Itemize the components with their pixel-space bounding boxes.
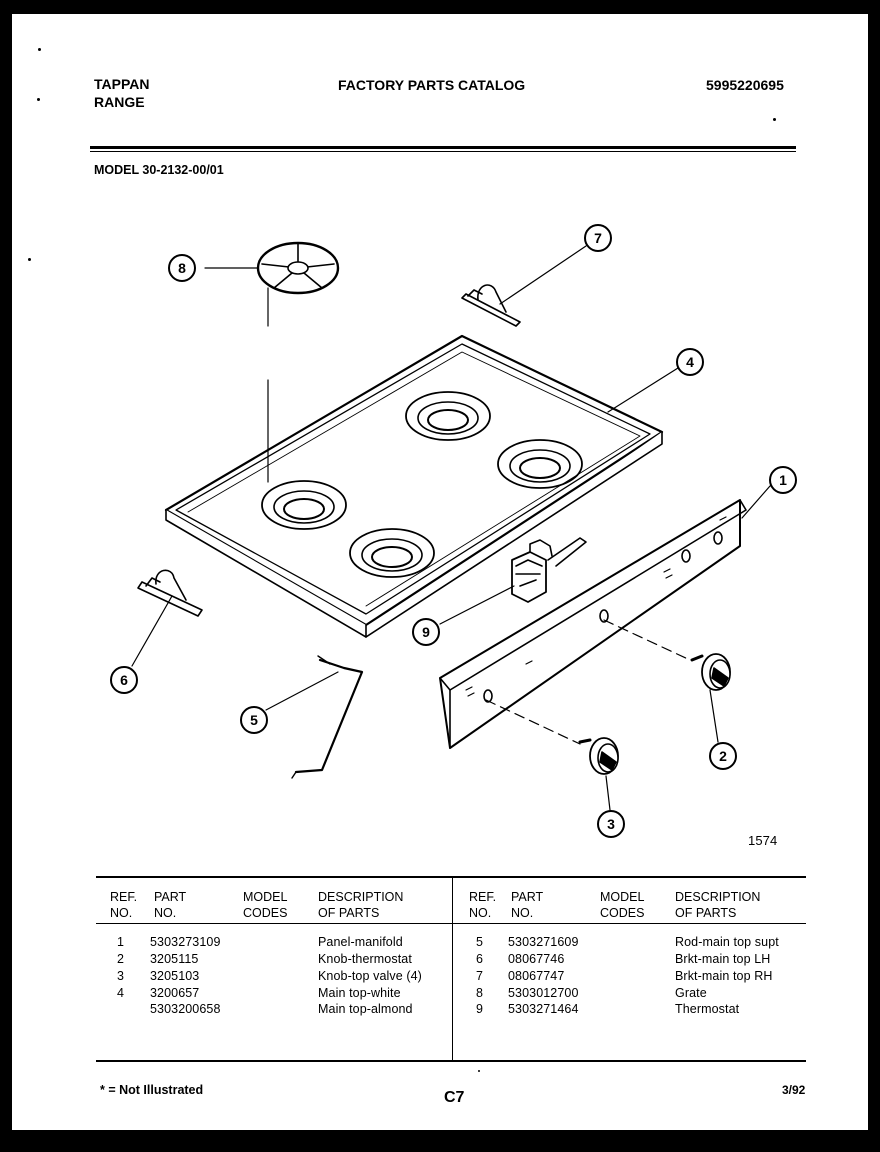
- description: Knob-top valve (4): [318, 969, 422, 983]
- description: Brkt-main top LH: [675, 952, 771, 966]
- part-no: 08067747: [508, 969, 565, 983]
- description: Knob-thermostat: [318, 952, 412, 966]
- manifold-panel: [439, 499, 747, 749]
- ref-no: 6: [476, 952, 484, 966]
- callout-6: 6: [120, 672, 128, 688]
- ref-no: 4: [117, 986, 125, 1000]
- bracket-lh: [137, 569, 203, 617]
- callout-4: 4: [686, 354, 694, 370]
- description: Panel-manifold: [318, 935, 403, 949]
- callout-9: 9: [422, 624, 430, 640]
- header-rule-thick: [90, 146, 796, 149]
- part-no: 3200657: [150, 986, 200, 1000]
- callout-5: 5: [250, 712, 258, 728]
- part-no: 3205103: [150, 969, 200, 983]
- table-center-divider: [452, 876, 453, 1062]
- burner-well: [497, 439, 583, 489]
- burner-well: [405, 391, 491, 441]
- ref-no: 8: [476, 986, 484, 1000]
- callout-1: 1: [779, 472, 787, 488]
- ref-no: 5: [476, 935, 484, 949]
- not-illustrated-note: * = Not Illustrated: [100, 1083, 204, 1097]
- part-no: 5303200658: [150, 1002, 221, 1016]
- scan-speck: [773, 118, 776, 121]
- leader-lines: [131, 245, 771, 811]
- model-number: MODEL 30-2132-00/01: [94, 163, 224, 177]
- ref-no: 3: [117, 969, 125, 983]
- description: Grate: [675, 986, 707, 1000]
- callout-8: 8: [178, 260, 186, 276]
- scan-speck: [38, 48, 41, 51]
- description: Main top-white: [318, 986, 401, 1000]
- callout-7: 7: [594, 230, 602, 246]
- bracket-rh: [461, 284, 521, 327]
- ref-no: 9: [476, 1002, 484, 1016]
- table-top-rule: [96, 876, 806, 878]
- main-top: [164, 334, 664, 638]
- product-type: RANGE: [94, 94, 145, 110]
- part-no: 3205115: [150, 952, 199, 966]
- scan-speck: [37, 98, 40, 101]
- table-bottom-rule: [96, 1060, 806, 1062]
- burner-well: [261, 480, 347, 530]
- description: Brkt-main top RH: [675, 969, 773, 983]
- valve-knob: [578, 737, 619, 775]
- brand-name: TAPPAN: [94, 76, 150, 92]
- header-ref-no: REF.NO.: [110, 890, 138, 920]
- ref-no: 1: [117, 935, 125, 949]
- scan-speck: [478, 1070, 480, 1072]
- ref-no: 2: [117, 952, 125, 966]
- page-title: FACTORY PARTS CATALOG: [338, 77, 526, 93]
- header-ref-no: REF.NO.: [469, 890, 497, 920]
- grate: [256, 241, 340, 483]
- part-no: 5303273109: [150, 935, 221, 949]
- thermostat-knob: [690, 653, 731, 691]
- table-header-rule: [96, 923, 806, 924]
- page-code: C7: [444, 1089, 465, 1106]
- thermostat: [511, 537, 587, 603]
- description: Rod-main top supt: [675, 935, 779, 949]
- callout-3: 3: [607, 816, 615, 832]
- ref-no: 7: [476, 969, 484, 983]
- part-no: 5303012700: [508, 986, 579, 1000]
- description: Main top-almond: [318, 1002, 413, 1016]
- catalog-number: 5995220695: [706, 77, 784, 93]
- revision-date: 3/92: [782, 1083, 806, 1097]
- burner-well: [349, 528, 435, 578]
- part-no: 5303271464: [508, 1002, 579, 1016]
- description: Thermostat: [675, 1002, 740, 1016]
- drawing-number: 1574: [748, 833, 778, 848]
- part-no: 08067746: [508, 952, 565, 966]
- support-rod: [291, 655, 364, 779]
- header-rule-thin: [90, 151, 796, 152]
- scan-speck: [28, 258, 31, 261]
- part-no: 5303271609: [508, 935, 579, 949]
- callout-2: 2: [719, 748, 727, 764]
- callout-circles: [110, 224, 797, 838]
